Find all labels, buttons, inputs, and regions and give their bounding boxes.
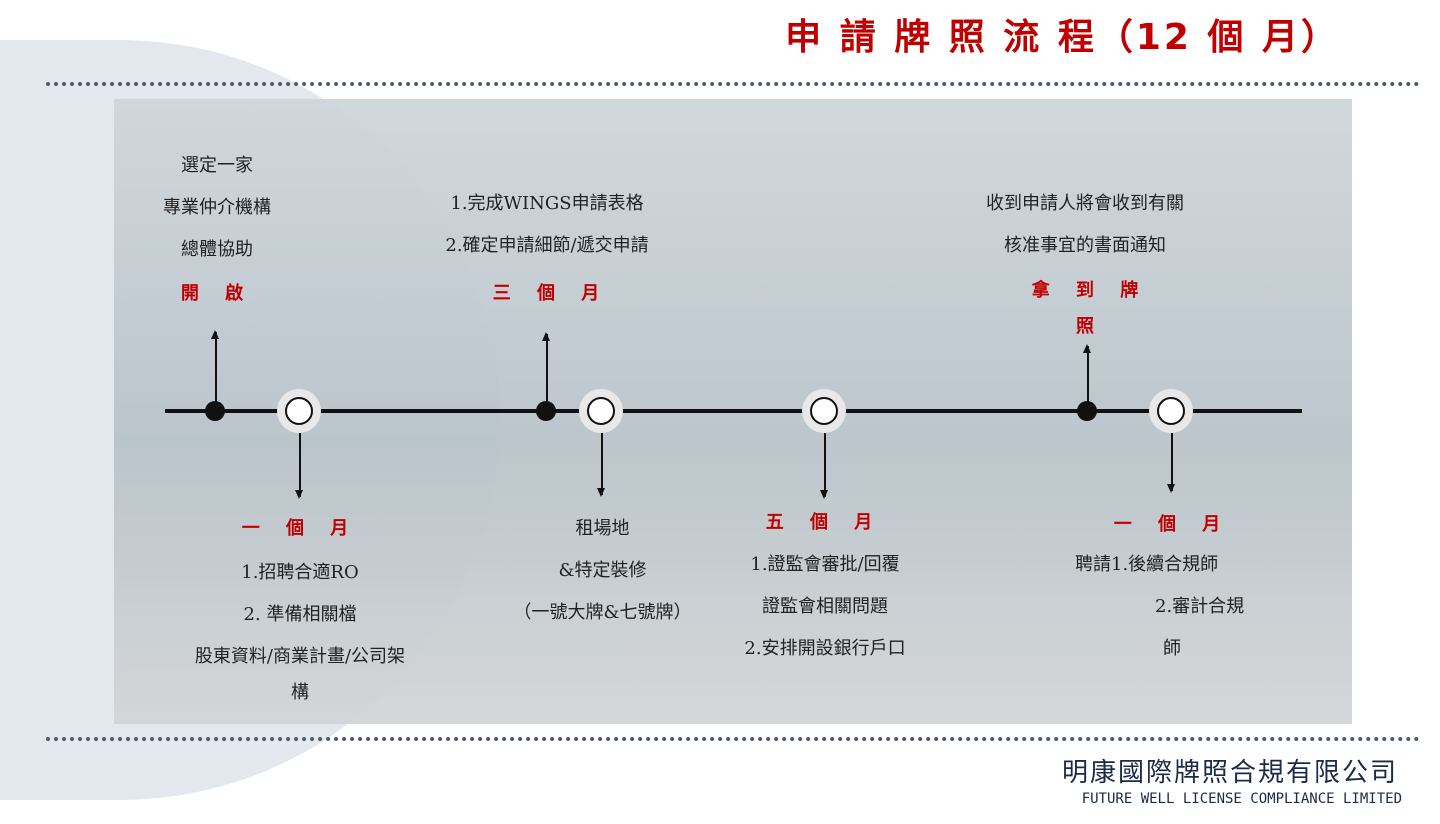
step-start-desc: 選定一家專業仲介機構總體協助	[163, 155, 271, 260]
company-name-zh: 明康國際牌照合規有限公司	[1061, 758, 1398, 788]
arrow-up	[212, 330, 218, 402]
milestone-dot	[1077, 401, 1097, 421]
arrow-down	[296, 433, 302, 499]
step-1m-label: 一 個 月	[241, 518, 359, 539]
arrow-up	[1084, 344, 1090, 402]
page-title: 申 請 牌 照 流 程（12 個 月）	[785, 17, 1340, 58]
step-final-1m-label: 一 個 月	[1113, 514, 1231, 535]
arrow-up	[543, 332, 549, 402]
milestone-circle	[579, 389, 623, 433]
step-license-desc: 收到申請人將會收到有關核准事宜的書面通知	[986, 193, 1184, 256]
step-5m-label: 五 個 月	[765, 512, 883, 533]
arrow-down	[1168, 433, 1174, 493]
milestone-circle	[1149, 389, 1193, 433]
timeline-line	[165, 409, 1302, 413]
milestone-circle	[802, 389, 846, 433]
bottom-divider	[46, 737, 1420, 741]
step-3m-label: 三 個 月	[492, 283, 610, 304]
company-name-en: FUTURE WELL LICENSE COMPLIANCE LIMITED	[1081, 791, 1402, 807]
arrow-down	[821, 433, 827, 499]
milestone-circle	[277, 389, 321, 433]
step-venue-desc: 租場地&特定裝修（一號大牌&七號牌）	[513, 518, 692, 623]
top-divider	[46, 82, 1420, 86]
milestone-dot	[536, 401, 556, 421]
milestone-dot	[205, 401, 225, 421]
arrow-down	[598, 433, 604, 497]
step-start-label: 開 啟	[180, 283, 254, 304]
step-license-label: 拿 到 牌照	[1031, 280, 1149, 337]
